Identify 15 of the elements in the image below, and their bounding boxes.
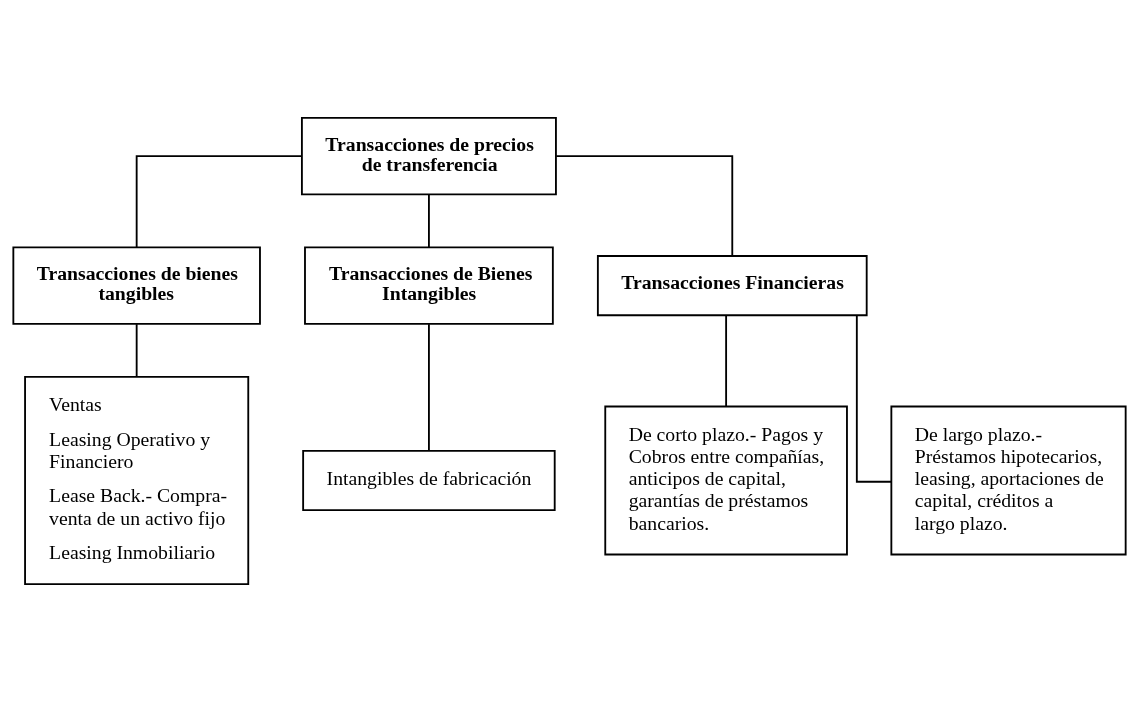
connector [725, 314, 728, 408]
node-box: Intangibles de fabricación [302, 449, 556, 511]
connector [855, 314, 893, 483]
node-box: Transacciones de precios de transferencia [300, 117, 557, 196]
connector [555, 155, 734, 257]
connector [428, 193, 430, 248]
node-box: De largo plazo.- Préstamos hipotecarios, leasing, aportaciones de capital, créditos a largo plazo. [890, 405, 1127, 556]
connector [135, 323, 138, 378]
node-box: Transacciones Financieras [596, 255, 868, 317]
node-box: Ventas Leasing Operativo y Financiero Lease Back.- Compra-venta de un activo fijo Leasing Inmobiliario [24, 375, 250, 585]
node-box: De corto plazo.- Pagos y Cobros entre compañías, anticipos de capital, garantías de préstamos bancarios. [604, 405, 848, 556]
connector [428, 323, 430, 452]
node-box: Transacciones de Bienes Intangibles [304, 246, 554, 325]
node-box: Transacciones de bienes tangibles [12, 246, 261, 325]
connector [135, 155, 303, 249]
